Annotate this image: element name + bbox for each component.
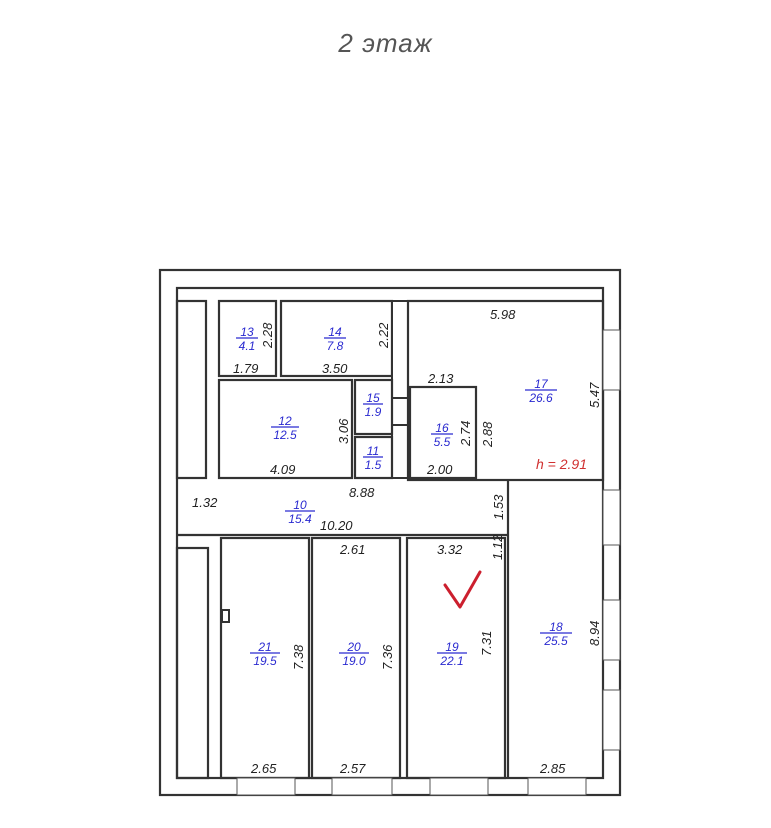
- room-label: 111.5: [363, 444, 383, 472]
- svg-text:1.9: 1.9: [365, 405, 382, 419]
- dimension: 2.00: [426, 462, 453, 477]
- dimension: 5.98: [490, 307, 516, 322]
- svg-text:19: 19: [445, 640, 459, 654]
- svg-text:1.5: 1.5: [365, 458, 382, 472]
- room-15: [353, 378, 394, 436]
- window: [527, 777, 587, 796]
- room-label: 165.5: [431, 421, 453, 449]
- svg-text:18: 18: [549, 620, 563, 634]
- room-17: [406, 299, 605, 482]
- svg-text:4.1: 4.1: [239, 339, 256, 353]
- window: [331, 777, 393, 796]
- svg-text:7.8: 7.8: [327, 339, 344, 353]
- dimension: 3.06: [336, 418, 351, 444]
- svg-text:17: 17: [534, 377, 549, 391]
- dimension: 7.31: [479, 631, 494, 656]
- checkmark-icon: [443, 570, 482, 609]
- dimension: 4.09: [270, 462, 295, 477]
- dimension: 8.88: [349, 485, 375, 500]
- svg-text:15: 15: [366, 391, 380, 405]
- dimension: 10.20: [320, 518, 353, 533]
- dimension: 2.28: [260, 322, 275, 349]
- svg-text:11: 11: [367, 444, 379, 458]
- ceiling-height: h = 2.91: [536, 456, 587, 472]
- dimension: 3.50: [322, 361, 348, 376]
- svg-text:26.6: 26.6: [528, 391, 553, 405]
- svg-text:12: 12: [278, 414, 292, 428]
- svg-text:19.5: 19.5: [253, 654, 277, 668]
- dimension: 1.32: [192, 495, 218, 510]
- room-label: 147.8: [324, 325, 346, 353]
- svg-text:20: 20: [346, 640, 361, 654]
- dimension: 3.32: [437, 542, 463, 557]
- room-11: [353, 435, 394, 480]
- svg-text:15.4: 15.4: [288, 512, 312, 526]
- dimension: 1.53: [491, 494, 506, 520]
- svg-text:21: 21: [257, 640, 271, 654]
- window: [236, 777, 296, 796]
- svg-text:13: 13: [240, 325, 254, 339]
- dimension: 2.65: [250, 761, 277, 776]
- svg-text:14: 14: [328, 325, 342, 339]
- dimension: 2.74: [458, 421, 473, 447]
- svg-text:19.0: 19.0: [342, 654, 366, 668]
- dimension: 1.79: [233, 361, 258, 376]
- svg-text:5.5: 5.5: [434, 435, 451, 449]
- floor-title: 2 этаж: [338, 28, 433, 58]
- left-strip-top: [175, 299, 208, 480]
- dimension: 2.57: [339, 761, 366, 776]
- niche: [221, 609, 230, 623]
- dimension: 2.85: [539, 761, 566, 776]
- room-13: [217, 299, 278, 378]
- dimension: 8.94: [587, 621, 602, 646]
- window: [602, 489, 621, 546]
- svg-text:12.5: 12.5: [273, 428, 297, 442]
- left-strip-bottom: [175, 546, 210, 780]
- dimension: 2.88: [480, 421, 495, 448]
- dimension: 2.22: [376, 322, 391, 349]
- svg-text:22.1: 22.1: [439, 654, 463, 668]
- svg-text:16: 16: [435, 421, 449, 435]
- wall-column: [391, 300, 409, 399]
- room-label: 134.1: [236, 325, 258, 353]
- wall-column: [391, 424, 409, 479]
- window: [602, 329, 621, 391]
- room-12: [217, 378, 354, 480]
- svg-text:10: 10: [293, 498, 307, 512]
- window: [602, 689, 621, 751]
- dimension: 7.38: [291, 644, 306, 670]
- dimension: 2.61: [339, 542, 365, 557]
- dimension: 1.12: [490, 534, 505, 560]
- dimension: 5.47: [587, 382, 602, 408]
- svg-text:25.5: 25.5: [543, 634, 568, 648]
- room-label: 151.9: [363, 391, 383, 419]
- window: [602, 599, 621, 661]
- room-16: [408, 385, 478, 480]
- dimension: 7.36: [380, 644, 395, 670]
- dimension: 2.13: [427, 371, 454, 386]
- window: [429, 777, 489, 796]
